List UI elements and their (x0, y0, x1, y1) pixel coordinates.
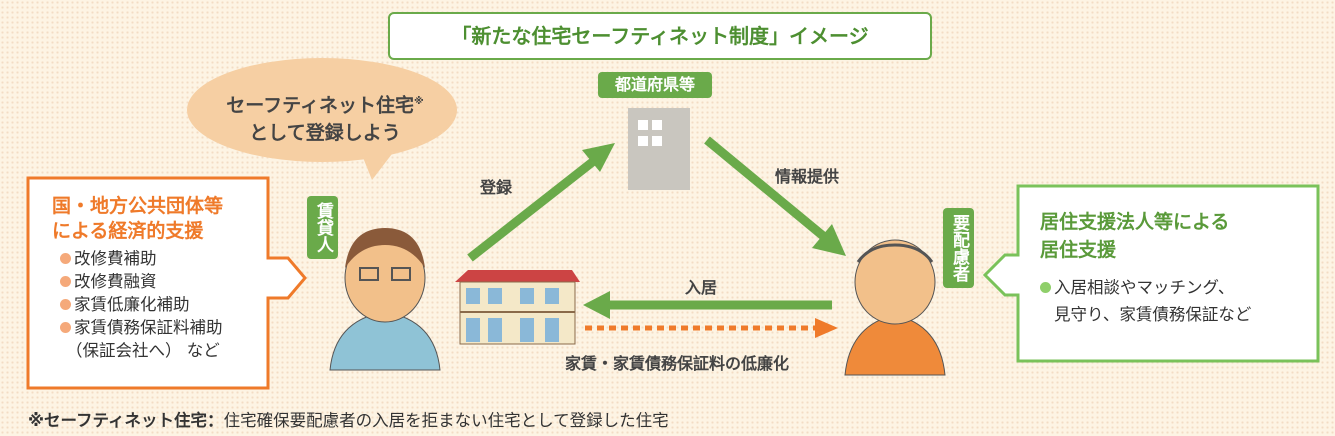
speech-bubble (187, 58, 457, 180)
list-item: 改修費融資 (60, 270, 223, 293)
item-text: 改修費融資 (74, 272, 157, 291)
diagram-title: 「新たな住宅セーフティネット制度」イメージ (388, 12, 932, 60)
item-text: 入居相談やマッチング、 (1054, 278, 1235, 297)
list-item: 改修費補助 (60, 247, 223, 270)
tenant-illustration (844, 239, 946, 376)
prefecture-label: 都道府県等 (598, 72, 712, 98)
bullet-icon (60, 322, 71, 333)
footnote: ※セーフティネット住宅：住宅確保要配慮者の入居を拒まない住宅として登録した住宅 (28, 407, 669, 431)
list-item: 入居相談やマッチング、 (1040, 274, 1251, 301)
speech-bubble-text: セーフティネット住宅※ として登録しよう (200, 88, 450, 147)
info-label: 情報提供 (775, 167, 840, 186)
footnote-label: ※セーフティネット住宅： (28, 411, 224, 430)
bubble-line1: セーフティネット住宅 (226, 94, 414, 117)
landlord-illustration (329, 228, 441, 371)
cost-reduction-label: 家賃・家賃債務保証料の低廉化 (565, 354, 790, 373)
tenant-label: 要配慮者 (943, 208, 974, 288)
landlord-label: 賃貸人 (307, 196, 338, 259)
left-support-box: 国・地方公共団体等 による経済的支援 改修費補助 改修費融資 家賃低廉化補助 家… (52, 194, 223, 362)
left-box-title-2: による経済的支援 (52, 220, 204, 242)
right-box-title-1: 居住支援法人等による (1040, 211, 1230, 233)
prefecture-building-icon (628, 108, 690, 190)
list-item: 家賃債務保証料補助 (60, 316, 223, 339)
bubble-mark: ※ (414, 96, 424, 107)
cost-reduction-arrow (585, 318, 838, 338)
bullet-icon (60, 299, 71, 310)
register-label: 登録 (480, 178, 513, 197)
list-item-cont: 見守り、家賃債務保証など (1054, 305, 1252, 324)
right-box-title-2: 居住支援 (1040, 239, 1117, 261)
move-in-label: 入居 (685, 278, 718, 297)
move-in-arrow (583, 291, 832, 319)
apartment-house-icon (455, 270, 580, 345)
footnote-text: 住宅確保要配慮者の入居を拒まない住宅として登録した住宅 (223, 411, 669, 430)
list-item-tail: （保証会社へ） など (66, 341, 220, 360)
bullet-icon (60, 276, 71, 287)
right-box-list: 入居相談やマッチング、 見守り、家賃債務保証など (1040, 274, 1251, 328)
info-arrow (704, 136, 846, 256)
left-support-box-frame (26, 176, 307, 390)
bullet-icon (60, 253, 71, 264)
register-arrow (467, 143, 615, 262)
bullet-icon (1040, 282, 1051, 293)
item-text: 改修費補助 (74, 249, 157, 268)
item-text: 家賃低廉化補助 (74, 295, 190, 314)
list-item: 家賃低廉化補助 (60, 293, 223, 316)
bubble-line2: として登録しよう (249, 122, 401, 145)
left-box-list: 改修費補助 改修費融資 家賃低廉化補助 家賃債務保証料補助 （保証会社へ） など (60, 247, 223, 362)
right-support-box-frame (982, 184, 1320, 363)
left-box-title-1: 国・地方公共団体等 (52, 195, 224, 217)
right-support-box: 居住支援法人等による 居住支援 入居相談やマッチング、 見守り、家賃債務保証など (1040, 208, 1251, 328)
item-text: 家賃債務保証料補助 (74, 318, 223, 337)
